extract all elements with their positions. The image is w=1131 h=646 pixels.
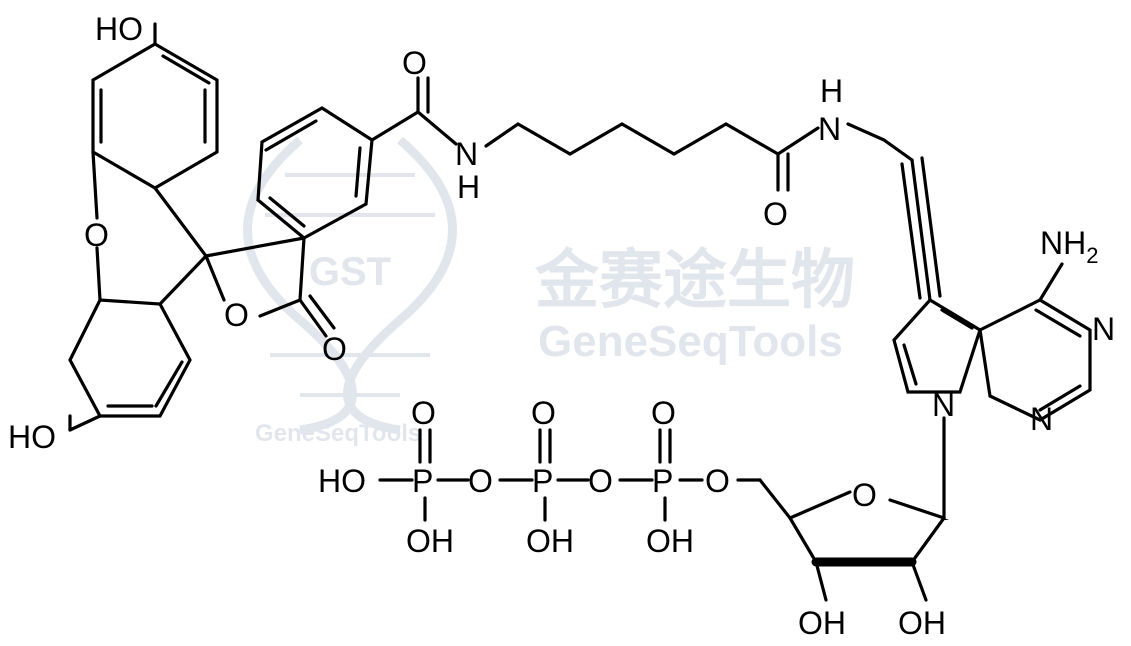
atom-o-amide2: O	[763, 196, 788, 232]
atom-o-dbl-p3: O	[651, 395, 676, 431]
watermark-brand-small: GeneSeqTools	[255, 420, 421, 447]
atom-ho-p1: HO	[318, 463, 366, 499]
atom-o-bridge-1: O	[468, 463, 493, 499]
watermark-badge: GST	[309, 250, 391, 294]
atom-nh2-n: NH	[1040, 225, 1086, 261]
dna-helix-icon	[243, 136, 457, 435]
atom-n-pyrimidine-bottom: N	[1030, 401, 1053, 437]
watermark: GST 金赛途生物 GeneSeqTools GeneSeqTools	[243, 136, 855, 447]
atom-oh-p3: OH	[646, 523, 694, 559]
watermark-brand: GeneSeqTools	[538, 317, 843, 366]
atom-h-amide2: H	[820, 73, 843, 109]
atom-p2: P	[532, 463, 553, 499]
atom-labels: HO HO O O O O N H O H N NH2 N N N O OH O…	[8, 11, 1115, 641]
wedge-bond	[940, 518, 949, 520]
atom-ho-top: HO	[95, 11, 143, 47]
atom-o-lactone-ring: O	[224, 297, 249, 333]
atom-o-sugar: O	[852, 477, 877, 513]
atom-n-pyrrole: N	[932, 387, 955, 423]
atom-p1: P	[412, 463, 433, 499]
atom-oh-p1: OH	[406, 523, 454, 559]
atom-nh2-sub: 2	[1086, 243, 1098, 268]
atom-n-amide2: N	[818, 111, 841, 147]
atom-n-pyrimidine-top: N	[1092, 311, 1115, 347]
atom-h-amide1: H	[457, 169, 480, 205]
atom-o-amide1: O	[402, 45, 427, 81]
atom-n-amide1: N	[455, 136, 478, 172]
atom-nh2: NH2	[1040, 225, 1098, 268]
atom-p3: P	[652, 463, 673, 499]
atom-o-dbl-p2: O	[531, 395, 556, 431]
atom-o-bridge-2: O	[588, 463, 613, 499]
bond-lines	[68, 22, 1092, 602]
atom-oh-sugar-right: OH	[898, 605, 946, 641]
atom-ho-bottom: HO	[8, 419, 56, 455]
atom-o-link-5: O	[705, 463, 730, 499]
atom-o-xanthene: O	[84, 217, 109, 253]
atom-oh-p2: OH	[526, 523, 574, 559]
atom-oh-sugar-left: OH	[798, 605, 846, 641]
atom-o-lactone-carbonyl: O	[322, 331, 347, 367]
atom-o-dbl-p1: O	[411, 395, 436, 431]
watermark-chinese: 金赛途生物	[534, 244, 855, 316]
